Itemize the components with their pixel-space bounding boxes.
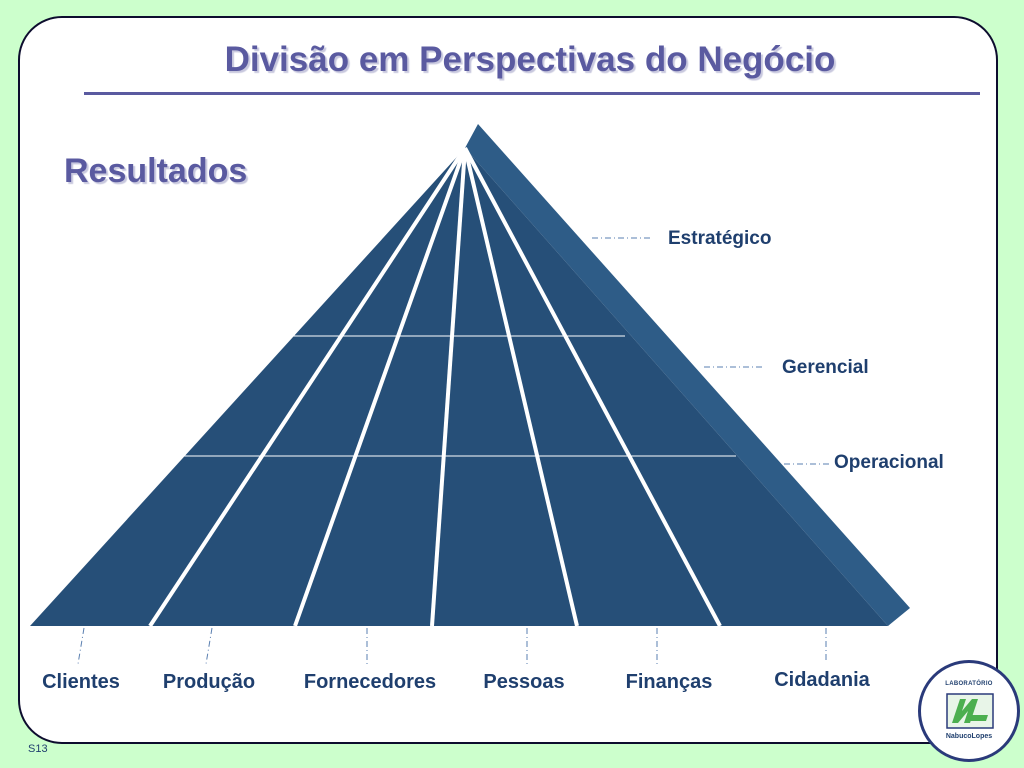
perspective-divider [293, 147, 467, 627]
perspective-label-producao: Produção [163, 671, 255, 693]
perspective-label-clientes: Clientes [42, 671, 120, 693]
perspective-dividers [148, 146, 722, 628]
logo-bottom-text: NabucoLopes [945, 733, 993, 740]
perspective-divider [430, 147, 467, 627]
pyramid-side-face [465, 124, 910, 626]
logo-emblem-icon [946, 693, 994, 729]
perspective-divider [463, 147, 722, 627]
perspective-label-financas: Finanças [626, 671, 713, 693]
perspective-divider [463, 147, 579, 627]
perspective-label-cidadania: Cidadania [774, 669, 870, 691]
level-label-estrategico: Estratégico [668, 228, 771, 249]
slide-number: S13 [28, 743, 48, 755]
perspective-leader-clientes [77, 627, 85, 665]
slide-title: Divisão em Perspectivas do Negócio [224, 40, 836, 79]
level-label-gerencial: Gerencial [782, 357, 869, 378]
perspective-leader-producao [205, 627, 213, 665]
nabucolopes-logo: LABORATÓRIO NabucoLopes [918, 660, 1020, 762]
perspective-label-pessoas: Pessoas [483, 671, 564, 693]
title-divider [84, 92, 980, 95]
perspective-divider [148, 146, 467, 628]
subtitle: Resultados [64, 152, 248, 190]
perspective-label-fornecedores: Fornecedores [304, 671, 436, 693]
logo-top-text: LABORATÓRIO [945, 681, 993, 687]
level-label-operacional: Operacional [834, 452, 944, 473]
pyramid-front-face [30, 148, 888, 626]
